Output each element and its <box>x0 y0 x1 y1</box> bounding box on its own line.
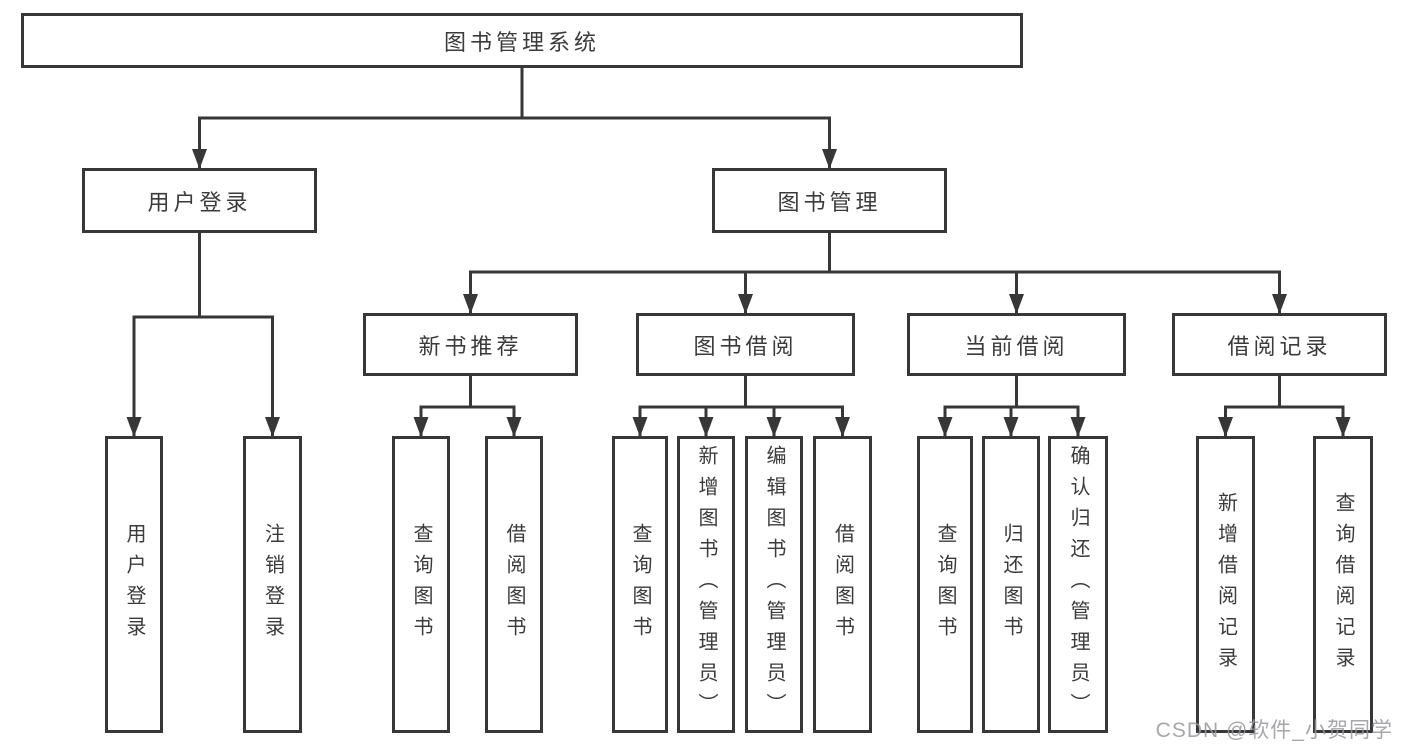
node-label-borrow-record: 借阅记录 <box>1227 333 1332 359</box>
node-user-login: 用户登录 <box>82 168 317 233</box>
edge-new-book <box>413 376 522 437</box>
arrowhead-icon <box>192 149 207 169</box>
node-leaf-return-book: 归还图书 <box>982 436 1040 733</box>
arrowhead-icon <box>698 417 714 437</box>
arrowhead-icon <box>1009 294 1024 314</box>
node-label-leaf-user-login: 用户登录 <box>123 522 145 647</box>
arrowhead-icon <box>738 294 753 314</box>
node-label-leaf-query-book-c: 查询图书 <box>934 522 956 647</box>
node-root: 图书管理系统 <box>21 13 1023 68</box>
node-leaf-add-book: 新增图书（管理员） <box>677 436 735 733</box>
node-leaf-add-record: 新增借阅记录 <box>1196 436 1255 733</box>
arrowhead-icon <box>413 417 429 437</box>
node-leaf-query-book-a: 查询图书 <box>392 436 450 733</box>
node-label-user-login: 用户登录 <box>147 189 252 215</box>
node-leaf-query-book-c: 查询图书 <box>917 436 973 733</box>
node-label-leaf-query-book-b: 查询图书 <box>629 522 651 647</box>
node-label-leaf-borrow-book-a: 借阅图书 <box>503 522 525 647</box>
node-book-manage: 图书管理 <box>712 168 947 233</box>
arrowhead-icon <box>937 417 953 437</box>
node-label-leaf-logout: 注销登录 <box>261 522 284 647</box>
arrowhead-icon <box>822 149 837 169</box>
node-label-leaf-query-record: 查询借阅记录 <box>1332 491 1354 678</box>
node-label-leaf-add-book: 新增图书（管理员） <box>695 445 717 724</box>
edge-user-login <box>126 233 280 437</box>
node-borrow-record: 借阅记录 <box>1172 313 1387 376</box>
node-leaf-edit-book: 编辑图书（管理员） <box>745 436 803 733</box>
arrowhead-icon <box>265 417 280 437</box>
arrowhead-icon <box>506 417 522 437</box>
node-book-borrow: 图书借阅 <box>636 313 855 376</box>
node-label-book-borrow: 图书借阅 <box>693 333 798 359</box>
node-leaf-user-login: 用户登录 <box>105 436 163 733</box>
node-new-book: 新书推荐 <box>363 313 578 376</box>
edge-book-manage <box>463 233 1287 314</box>
node-leaf-query-book-b: 查询图书 <box>612 436 668 733</box>
node-label-leaf-edit-book: 编辑图书（管理员） <box>763 445 785 724</box>
arrowhead-icon <box>766 417 782 437</box>
edge-book-borrow <box>632 376 850 437</box>
arrowhead-icon <box>1070 417 1086 437</box>
node-leaf-borrow-book-b: 借阅图书 <box>813 436 872 733</box>
node-current-borrow: 当前借阅 <box>907 313 1126 376</box>
node-leaf-logout: 注销登录 <box>243 436 302 733</box>
csdn-watermark: CSDN @软件_小贺同学 <box>1155 719 1393 742</box>
arrowhead-icon <box>463 294 478 314</box>
node-leaf-query-record: 查询借阅记录 <box>1313 436 1373 733</box>
node-label-current-borrow: 当前借阅 <box>964 333 1069 359</box>
node-label-leaf-confirm-return: 确认归还（管理员） <box>1067 445 1089 724</box>
edge-root <box>192 68 837 169</box>
arrowhead-icon <box>1272 294 1287 314</box>
node-label-leaf-add-record: 新增借阅记录 <box>1214 491 1237 678</box>
edge-current-borrow <box>937 376 1086 437</box>
node-label-book-manage: 图书管理 <box>777 189 882 215</box>
arrowhead-icon <box>835 417 850 437</box>
node-label-new-book: 新书推荐 <box>418 333 523 359</box>
arrowhead-icon <box>1218 417 1233 437</box>
node-label-leaf-borrow-book-b: 借阅图书 <box>831 522 854 647</box>
edge-borrow-record <box>1218 376 1351 437</box>
node-leaf-borrow-book-a: 借阅图书 <box>485 436 543 733</box>
arrowhead-icon <box>632 417 648 437</box>
node-label-leaf-query-book-a: 查询图书 <box>410 522 432 647</box>
arrowhead-icon <box>1335 417 1351 437</box>
node-label-leaf-return-book: 归还图书 <box>1000 522 1022 647</box>
node-label-root: 图书管理系统 <box>443 29 600 55</box>
arrowhead-icon <box>126 417 142 437</box>
node-leaf-confirm-return: 确认归还（管理员） <box>1048 436 1108 733</box>
arrowhead-icon <box>1003 417 1019 437</box>
